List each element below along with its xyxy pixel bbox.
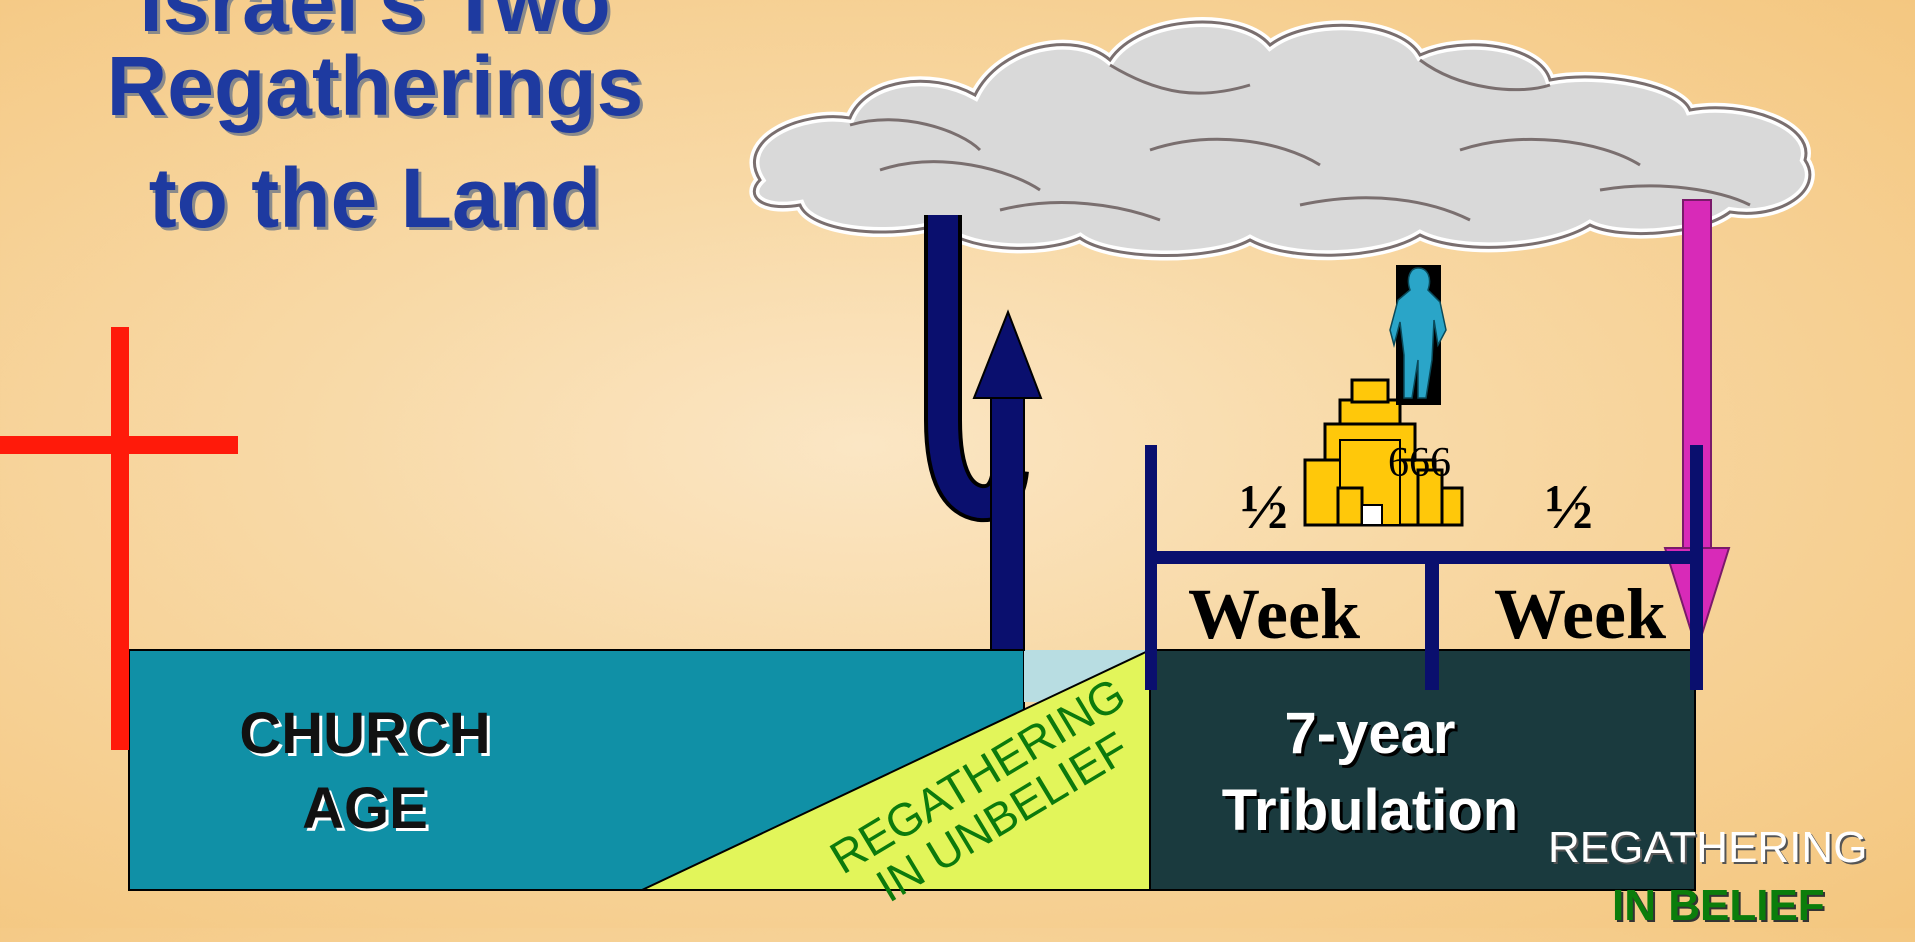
cloud-icon <box>749 17 1815 261</box>
temple-666-label: 666 <box>1388 440 1451 486</box>
title-line-3: to the Land <box>148 151 602 245</box>
half-left-label: ½ <box>1240 471 1288 542</box>
antichrist-figure-icon <box>1389 265 1447 405</box>
church-age-label-1: CHURCH <box>239 701 491 766</box>
week-right-label: Week <box>1494 574 1666 654</box>
cross-icon <box>0 327 238 750</box>
title-line-2: Regatherings <box>106 39 644 133</box>
half-right-label: ½ <box>1545 471 1593 542</box>
temple-icon <box>1303 378 1464 527</box>
church-age-label-2: AGE <box>302 776 428 841</box>
regathering-belief-line-1: REGATHERING <box>1548 823 1868 872</box>
rapture-arrow-icon <box>924 215 1043 651</box>
tribulation-label-1: 7-year <box>1284 701 1456 766</box>
regathering-belief-line-2: IN BELIEF <box>1612 881 1825 930</box>
title-line-1: Israel's Two <box>139 0 611 49</box>
tribulation-box <box>1149 649 1696 891</box>
week-timeline <box>1145 445 1703 690</box>
tribulation-label-2: Tribulation <box>1221 778 1519 843</box>
week-left-label: Week <box>1188 574 1360 654</box>
